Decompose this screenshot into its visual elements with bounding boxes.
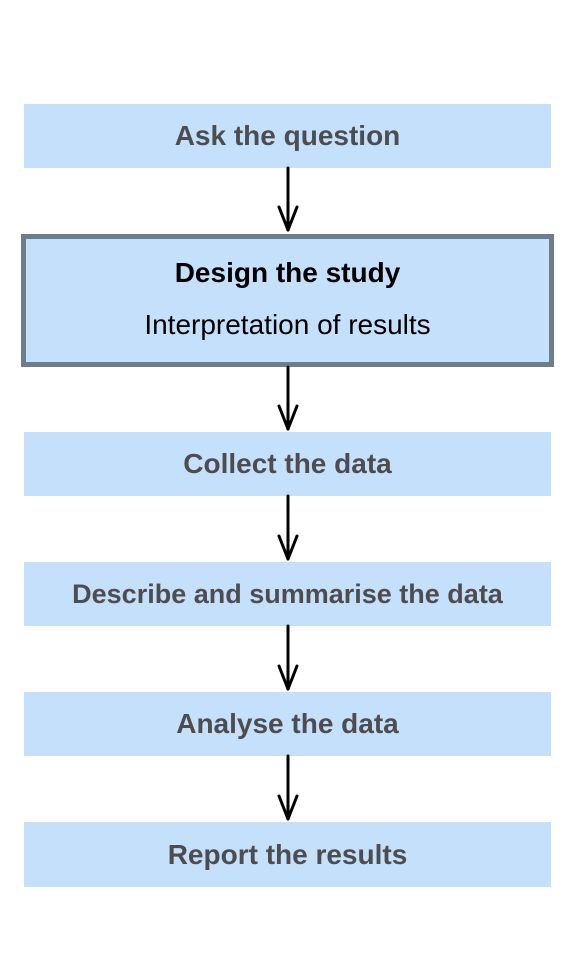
arrow-2 [277,365,299,431]
step-describe-summarise: Describe and summarise the data [24,562,551,626]
step-collect-data: Collect the data [24,432,551,496]
step-label: Ask the question [174,120,401,151]
step-report-results: Report the results [24,822,551,887]
arrow-3 [277,494,299,561]
step-sublabel: Interpretation of results [144,308,431,340]
step-label: Report the results [167,838,408,870]
arrow-5 [277,754,299,821]
arrow-4 [277,624,299,691]
step-label: Collect the data [183,448,392,479]
step-label: Analyse the data [176,708,399,739]
step-analyse-data: Analyse the data [24,692,551,756]
step-label: Describe and summarise the data [72,578,503,609]
step-design-study: Design the study Interpretation of resul… [21,234,554,367]
step-ask-question: Ask the question [24,104,551,168]
step-label: Design the study [174,256,401,288]
arrow-1 [277,166,299,232]
